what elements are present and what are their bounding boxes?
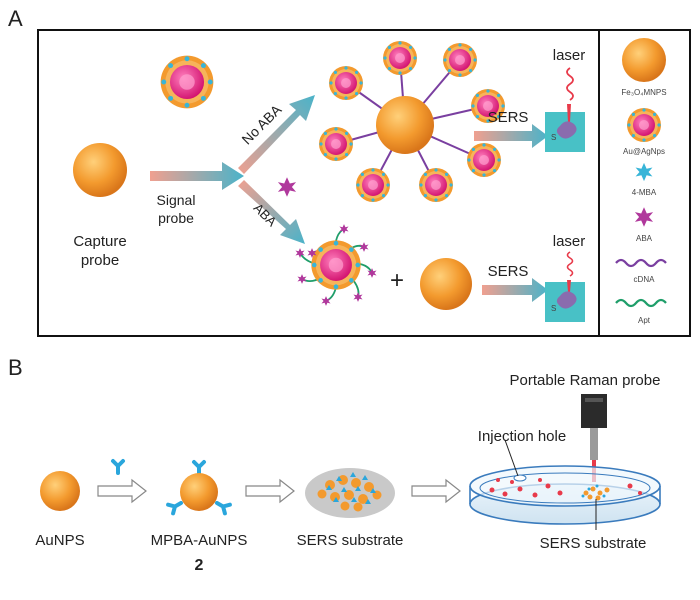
sers-top-label: SERS (488, 109, 529, 126)
sers-substrate-label-2: SERS substrate (540, 535, 647, 552)
legend-apt-label: Apt (638, 316, 651, 325)
capture-probe-label-2: probe (81, 252, 119, 269)
sers-bottom-label: SERS (488, 263, 529, 280)
main-arrow (150, 162, 244, 190)
branch-arrow-up (238, 95, 315, 174)
legend-cdna-label: cDNA (634, 275, 656, 284)
legend-cdna-icon (615, 258, 667, 268)
laser-bottom-label: laser (553, 233, 586, 250)
laser-top-label: laser (553, 47, 586, 64)
signal-probe-label-2: probe (158, 210, 194, 226)
legend-fe3o4-icon (622, 38, 666, 82)
panel-a-label: A (8, 6, 23, 31)
detection-box-bottom: S (545, 251, 585, 322)
signal-probe (160, 55, 214, 109)
capture-probe (73, 143, 127, 197)
plus-sign: + (390, 267, 404, 294)
legend-auag-label: Au@AgNps (623, 147, 665, 156)
legend-apt-icon (615, 298, 667, 308)
detection-box-top: S (545, 67, 585, 152)
arrow-b1 (97, 478, 147, 504)
arrow-b3 (411, 478, 461, 504)
legend: Fe₃O₄MNPS Au@AgNps 4-MBA ABA cDNA Apt (615, 38, 667, 325)
panel-b-label: B (8, 355, 23, 380)
raman-probe-label: Portable Raman probe (510, 372, 661, 389)
mpba-aunps-particle (166, 460, 232, 516)
top-complex (319, 41, 505, 202)
svg-text:S: S (551, 133, 556, 142)
mpba-receptor-icon (111, 459, 125, 475)
svg-text:S: S (551, 304, 556, 313)
signal-probe-label-1: Signal (157, 192, 196, 208)
legend-aba-label: ABA (636, 234, 653, 243)
mpba-aunps-label: MPBA-AuNPS (151, 532, 248, 549)
branch-arrow-down (238, 180, 305, 244)
arrow-b2 (245, 478, 295, 504)
legend-mba-label: 4-MBA (632, 188, 657, 197)
sers-arrow-bottom (482, 278, 548, 302)
sers-substrate-disc (305, 468, 395, 518)
sers-arrow-top (474, 124, 548, 148)
injection-hole-label: Injection hole (478, 428, 566, 445)
bottom-capture-probe (420, 258, 472, 310)
injection-hole-leader (504, 439, 519, 477)
legend-fe3o4-label: Fe₃O₄MNPS (621, 88, 666, 97)
petri-dish (469, 465, 661, 525)
compound-number: 2 (195, 557, 204, 574)
aunps-label: AuNPS (35, 532, 84, 549)
bottom-signal-complex (295, 224, 377, 306)
capture-probe-label-1: Capture (73, 233, 126, 250)
sers-substrate-label-1: SERS substrate (297, 532, 404, 549)
legend-auag-icon (627, 108, 661, 142)
aunps-particle (40, 471, 80, 511)
